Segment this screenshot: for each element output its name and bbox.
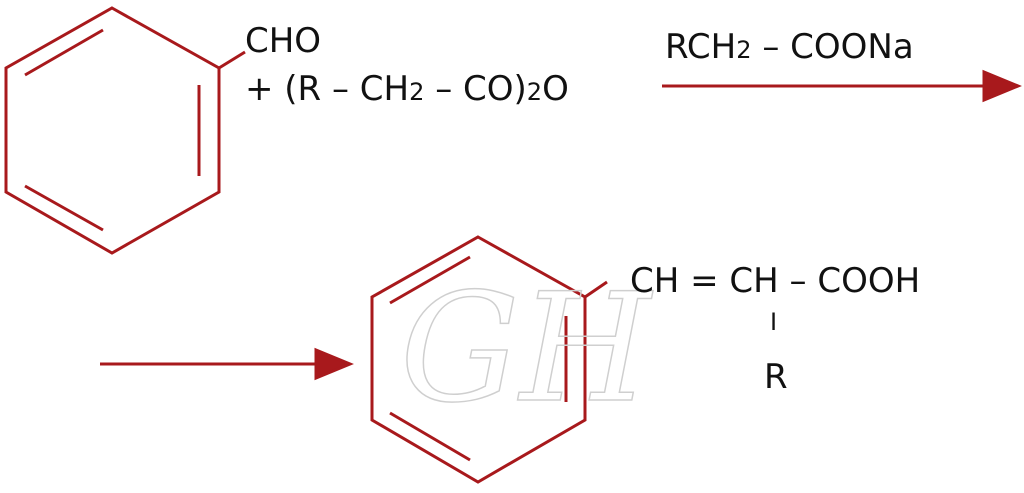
double-bond <box>24 28 104 77</box>
subscript: 2 <box>526 78 543 106</box>
reagent-text: O <box>542 69 569 109</box>
subscript: 2 <box>736 36 752 64</box>
reaction-arrow-1-head <box>982 69 1022 103</box>
substituent-bond <box>584 280 608 299</box>
double-bond <box>389 411 471 462</box>
product-chain: CH = CH – COOH <box>630 261 921 301</box>
double-bond <box>389 255 471 305</box>
catalyst-label: RCH2 – COONa <box>665 30 914 64</box>
watermark: GH <box>400 262 654 436</box>
reagent-text: + (R – CH <box>245 69 410 109</box>
anhydride-reagent: + (R – CH2 – CO)2O <box>245 72 569 106</box>
catalyst-text: – COONa <box>751 27 914 67</box>
reaction-arrow-2-head <box>314 347 354 381</box>
subscript: 2 <box>409 78 425 106</box>
substituent-bond <box>218 50 246 70</box>
branch-group: R <box>764 357 788 397</box>
catalyst-text: RCH <box>665 27 737 67</box>
benzene-ring-reactant <box>4 6 221 255</box>
double-bond <box>24 184 104 232</box>
aldehyde-group: CHO <box>245 21 322 61</box>
reagent-text: – CO) <box>424 69 527 109</box>
branch-bond: I <box>770 308 778 336</box>
